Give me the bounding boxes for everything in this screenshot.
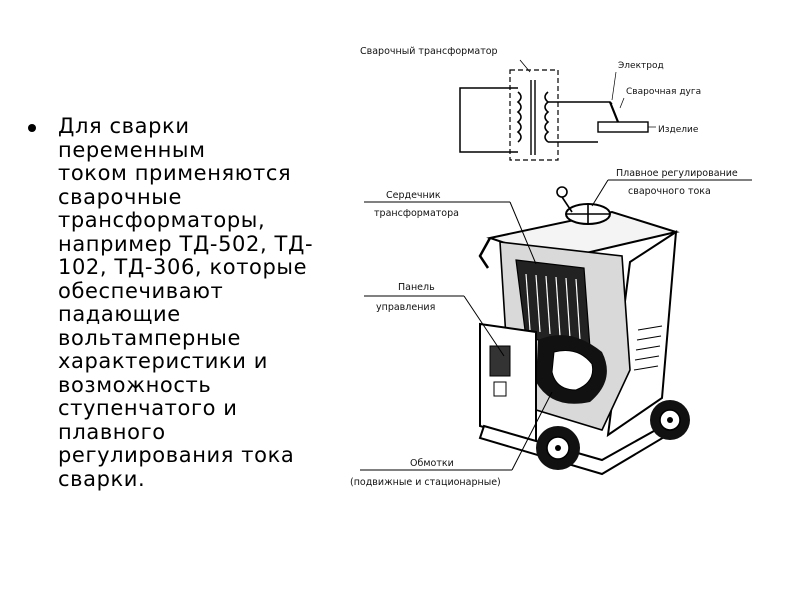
front-wheel-icon [536, 426, 580, 470]
bullet-text: Для сварки переменным током применяются … [58, 114, 314, 491]
title-leader [519, 59, 531, 73]
workpiece-label: Изделие [658, 125, 699, 135]
panel-leader-angle [463, 295, 505, 357]
panel-socket-icon [493, 381, 507, 397]
rear-wheel-icon [650, 400, 690, 440]
arc-leader [619, 97, 625, 109]
workpiece-icon [597, 121, 649, 133]
panel-switch-icon [489, 345, 511, 377]
electrode-icon [608, 101, 620, 123]
windings-label-line1: Обмотки [410, 458, 454, 469]
panel-label-line1: Панель [398, 282, 435, 293]
core-label-line1: Сердечник [386, 190, 441, 201]
secondary-coil-icon [544, 91, 550, 143]
handwheel-handle [561, 196, 573, 213]
primary-circuit-wire [459, 87, 518, 153]
windings-label-line2: (подвижные и стационарные) [350, 477, 501, 488]
circuit-schematic: Сварочный трансформатор Электрод Сварочн… [360, 46, 701, 161]
core-leader-angle [509, 201, 537, 265]
circuit-title-label: Сварочный трансформатор [360, 46, 498, 57]
transformer-frame [509, 69, 559, 161]
core-label-line2: трансформатора [374, 208, 459, 219]
side-vent-icon [633, 325, 663, 371]
arc-label: Сварочная дуга [626, 87, 701, 97]
welding-transformer-diagram: Сварочный трансформатор Электрод Сварочн… [350, 46, 752, 488]
panel-label-line2: управления [376, 302, 435, 313]
electrode-leader [611, 71, 617, 101]
control-label-line2: сварочного тока [628, 186, 711, 197]
transformer-machine [478, 186, 690, 476]
control-panel-box [479, 322, 537, 444]
winding-bracket-icon [551, 350, 594, 391]
primary-coil-icon [516, 91, 522, 143]
machine-labels: Сердечник трансформатора Плавное регулир… [350, 168, 752, 488]
control-leader-angle [591, 179, 609, 207]
electrode-label: Электрод [618, 61, 664, 71]
handwheel-knob-icon [556, 186, 568, 198]
bullet-item: Для сварки переменным током применяются … [28, 114, 348, 491]
machine-side-wall [606, 230, 678, 438]
pull-handle-icon [478, 237, 492, 269]
control-label-line1: Плавное регулирование [616, 168, 738, 179]
coil-hatching-icon [525, 273, 581, 341]
windings-leader-angle [511, 391, 553, 471]
bullet-dot-icon [28, 124, 36, 132]
